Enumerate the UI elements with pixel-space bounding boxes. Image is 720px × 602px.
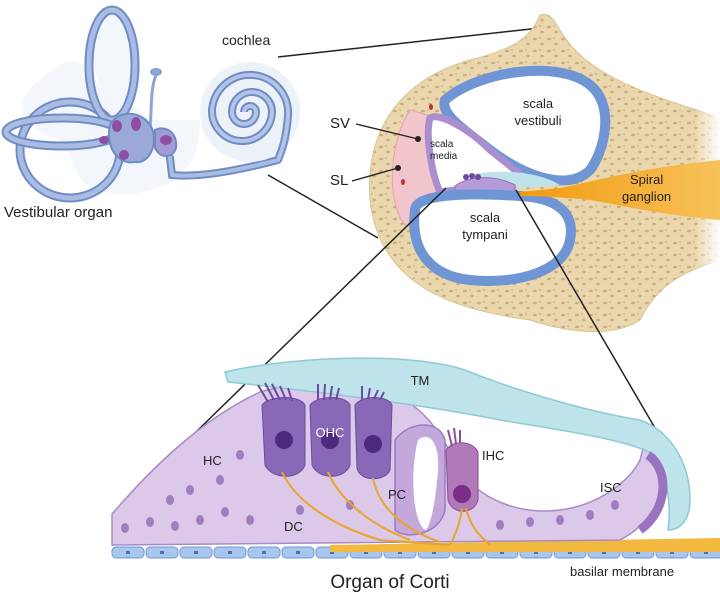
sl-label: SL [330, 172, 348, 189]
cell-nucleus [166, 495, 174, 505]
tunnel-of-corti [413, 436, 439, 530]
sv-label: SV [330, 115, 350, 132]
cell-nucleus [296, 505, 304, 515]
vestibular-organ-illustration [1, 5, 282, 203]
basilar-membrane-cell-nucleus [568, 551, 572, 554]
cell-nucleus [186, 485, 194, 495]
zoom-line-right [515, 189, 656, 429]
cell-nucleus [171, 521, 179, 531]
cochlea-spiral-illustration [200, 62, 300, 162]
sv-pointer-dot [415, 136, 421, 142]
dc-label: DC [284, 519, 303, 534]
zoom-line-top [277, 27, 541, 58]
tectorial-membrane [224, 357, 691, 531]
cell-nucleus [221, 507, 229, 517]
scala-media-label-line1: scala [430, 139, 454, 150]
basilar-membrane-cell-nucleus [296, 551, 300, 554]
basilar-membrane-cell-nucleus [398, 551, 402, 554]
spiral-ganglion-label-line2: ganglion [622, 189, 671, 204]
sv-pointer [355, 123, 419, 140]
basilar-membrane-cell-nucleus [126, 551, 130, 554]
cell-nucleus [246, 515, 254, 525]
basilar-membrane-cell-nucleus [500, 551, 504, 554]
scala-tympani-label-line1: scala [470, 210, 501, 225]
zoom-line-bottom [267, 174, 379, 239]
cochlea-label: cochlea [222, 32, 270, 48]
cell-nucleus [196, 515, 204, 525]
cell-nucleus [611, 500, 619, 510]
basilar-membrane-cell-nucleus [432, 551, 436, 554]
basilar-membrane-cell-nucleus [704, 551, 708, 554]
inner-hair-cell [445, 427, 479, 512]
basilar-membrane-cell-nucleus [364, 551, 368, 554]
basilar-membrane-cell-nucleus [636, 551, 640, 554]
nerve-fibers [281, 471, 491, 546]
basilar-membrane-cell-nucleus [466, 551, 470, 554]
vestibular-organ-label: Vestibular organ [4, 204, 112, 221]
basilar-membrane-cell-nucleus [330, 551, 334, 554]
basilar-membrane-cell-nucleus [194, 551, 198, 554]
ohc-label: OHC [316, 425, 345, 440]
basilar-membrane-cell-nucleus [160, 551, 164, 554]
basilar-membrane-label: basilar membrane [570, 564, 674, 579]
cell-nucleus [496, 520, 504, 530]
cell-nucleus [236, 450, 244, 460]
scala-media-label-line2: media [430, 151, 458, 162]
spiral-ganglion-label-line1: Spiral [630, 172, 663, 187]
basilar-membrane-cell-nucleus [670, 551, 674, 554]
sl-pointer [351, 167, 399, 182]
sl-pointer-dot [395, 165, 401, 171]
cell-nucleus [146, 517, 154, 527]
organ-of-corti-illustration [111, 357, 720, 559]
basilar-membrane-cell-nucleus [228, 551, 232, 554]
cell-nucleus [216, 475, 224, 485]
organ-of-corti-title: Organ of Corti [330, 572, 449, 593]
spiral-ganglion [520, 160, 720, 220]
scala-vestibuli-label-line1: scala [523, 96, 554, 111]
cell-nucleus [556, 515, 564, 525]
cell-nucleus [526, 517, 534, 527]
scala-tympani-label-line2: tympani [462, 227, 508, 242]
cell-nucleus [121, 523, 129, 533]
outer-hair-cells [257, 382, 393, 480]
basilar-membrane-cell-nucleus [602, 551, 606, 554]
cochlear-cross-section [369, 13, 720, 332]
basilar-membrane-cell-nucleus [534, 551, 538, 554]
pc-label: PC [388, 487, 406, 502]
scala-vestibuli-label-line2: vestibuli [515, 113, 562, 128]
tm-label: TM [411, 373, 430, 388]
basilar-membrane-cell-nucleus [262, 551, 266, 554]
ihc-label: IHC [482, 448, 504, 463]
hc-label: HC [203, 453, 222, 468]
cell-nucleus [586, 510, 594, 520]
isc-label: ISC [600, 480, 622, 495]
